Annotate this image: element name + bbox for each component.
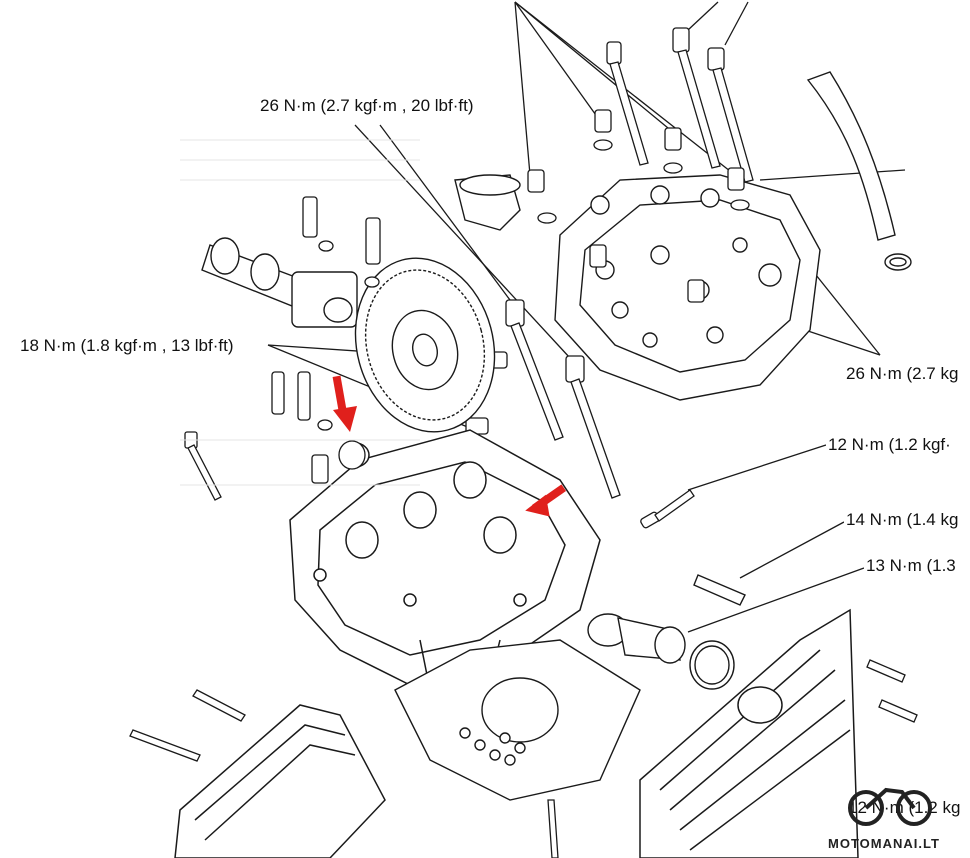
torque-label-small-bolt: 12 N·m (1.2 kgf· bbox=[826, 435, 970, 455]
studs bbox=[184, 27, 754, 501]
faint-background bbox=[180, 139, 420, 486]
breather-hose bbox=[806, 71, 912, 271]
torque-label-bottom-right: 12 N·m (1.2 kg bbox=[848, 798, 961, 817]
red-arrow-left bbox=[332, 375, 357, 432]
torque-label-rear-head: 26 N·m (2.7 kg bbox=[844, 364, 970, 384]
small-bolts bbox=[465, 109, 750, 435]
motorcycle-logo-icon bbox=[848, 787, 932, 826]
torque-label-sensor: 14 N·m (1.4 kg bbox=[844, 510, 970, 530]
valve-parts bbox=[271, 196, 381, 484]
bottom-bolts bbox=[129, 489, 918, 858]
cylinder-head bbox=[289, 429, 601, 691]
camshaft bbox=[201, 237, 358, 328]
watermark: MOTOMANAI.LT bbox=[828, 836, 940, 851]
cylinder-fins bbox=[639, 608, 859, 858]
tensioner bbox=[454, 174, 521, 231]
torque-label-plug: 13 N·m (1.3 bbox=[864, 556, 970, 576]
left-cylinder-fins bbox=[174, 704, 386, 858]
torque-label-upper-bolts: 26 N·m (2.7 kgf·m , 20 lbf·ft) bbox=[258, 96, 476, 116]
red-arrows bbox=[332, 375, 567, 517]
torque-label-cam-sprocket: 18 N·m (1.8 kgf·m , 13 lbf·ft) bbox=[18, 336, 236, 356]
head-gasket bbox=[394, 639, 641, 801]
cam-sprocket bbox=[354, 257, 496, 433]
red-arrow-right bbox=[525, 484, 567, 517]
sensor-and-plug bbox=[587, 574, 746, 690]
